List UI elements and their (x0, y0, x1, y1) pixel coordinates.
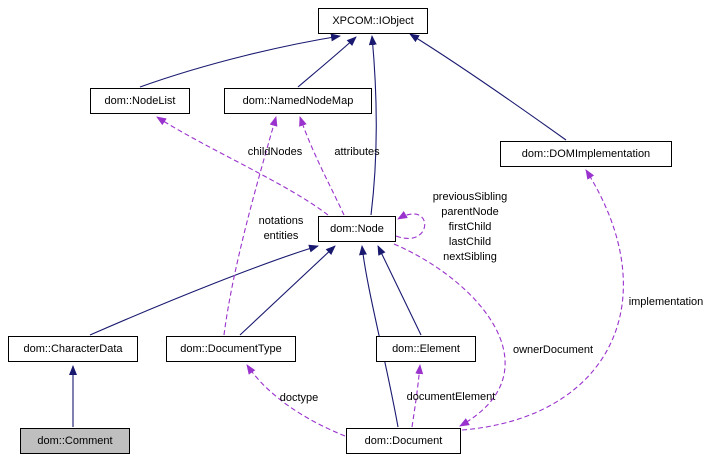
edge-label-childnodes: childNodes (247, 146, 303, 158)
class-node-dom-namednodemap[interactable]: dom::NamedNodeMap (224, 88, 372, 114)
edge-label-documentelement: documentElement (406, 391, 496, 403)
edge-documentelement (411, 364, 424, 428)
edge-label-doctype: doctype (279, 392, 319, 404)
edge-label-attributes: attributes (334, 146, 380, 158)
edge-childnodes (156, 116, 329, 216)
class-node-dom-element[interactable]: dom::Element (376, 336, 476, 362)
edge-attributes (299, 116, 345, 216)
edge-domimplementation-to-iobject (409, 33, 567, 141)
edge-document-to-node (359, 245, 399, 428)
edge-namednodemap-to-iobject (297, 36, 357, 88)
class-node-dom-comment-current: dom::Comment (20, 428, 130, 454)
edge-nodelist-to-iobject (139, 33, 341, 88)
class-node-dom-characterdata[interactable]: dom::CharacterData (8, 336, 138, 362)
class-node-dom-document[interactable]: dom::Document (346, 428, 461, 454)
class-node-dom-domimplementation[interactable]: dom::DOMImplementation (500, 141, 672, 167)
edge-notations-entities (223, 116, 278, 336)
edge-element-to-node (377, 245, 422, 336)
edge-implementation (461, 169, 624, 431)
edge-characterdata-to-node (89, 244, 319, 336)
edge-label-implementation: implementation (628, 296, 704, 308)
edge-label-node-self-loop: previousSibling parentNode firstChild la… (432, 191, 508, 263)
class-node-dom-documenttype[interactable]: dom::DocumentType (166, 336, 296, 362)
edge-node-self-loop (395, 211, 426, 239)
edge-node-to-iobject (368, 35, 377, 216)
class-node-dom-node[interactable]: dom::Node (318, 216, 396, 242)
class-node-xpcom-iobject[interactable]: XPCOM::IObject (318, 8, 428, 34)
edge-label-ownerdocument: ownerDocument (512, 344, 594, 356)
edge-documenttype-to-node (239, 245, 336, 336)
class-node-dom-nodelist[interactable]: dom::NodeList (90, 88, 190, 114)
edge-label-notations-entities: notations entities (258, 215, 304, 242)
